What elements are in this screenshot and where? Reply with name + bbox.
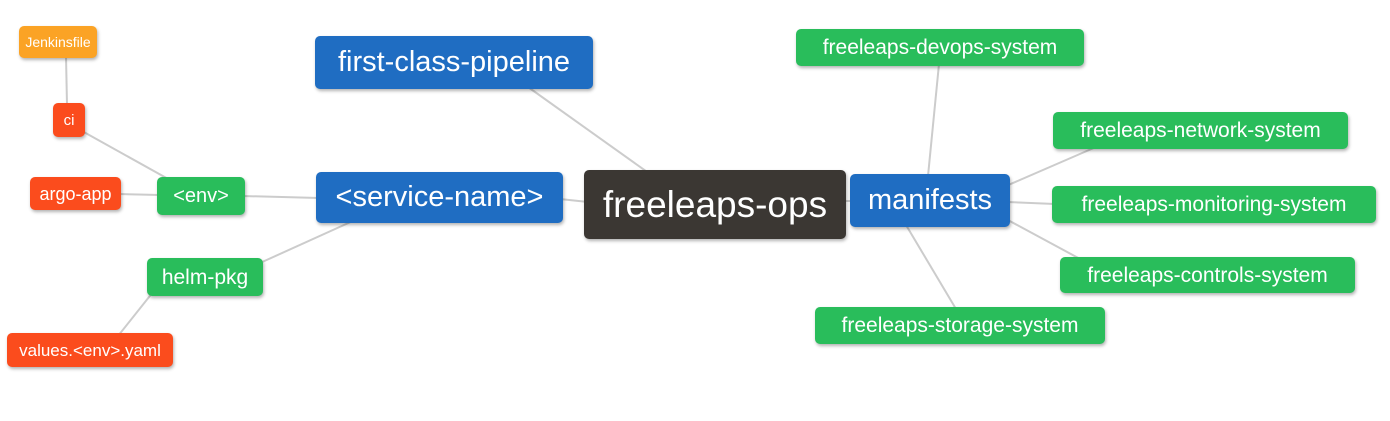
node-manifests[interactable]: manifests — [850, 174, 1010, 227]
edge-manifests-controls-system — [1005, 218, 1083, 261]
edge-first-class-pipeline-root — [527, 86, 651, 175]
node-helm-pkg[interactable]: helm-pkg — [147, 258, 263, 296]
node-env[interactable]: <env> — [157, 177, 245, 215]
edge-manifests-monitoring-system — [1006, 201, 1056, 205]
node-freeleaps-ops-root[interactable]: freeleaps-ops — [584, 170, 846, 239]
node-ci[interactable]: ci — [53, 103, 85, 137]
node-freeleaps-devops-system[interactable]: freeleaps-devops-system — [796, 29, 1084, 66]
edge-service-name-freeleaps-ops — [559, 198, 589, 203]
node-first-class-pipeline[interactable]: first-class-pipeline — [315, 36, 593, 89]
node-values-env-yaml[interactable]: values.<env>.yaml — [7, 333, 173, 367]
edge-jenkinsfile-ci — [65, 55, 68, 106]
edge-argo-app-env — [117, 193, 161, 196]
node-service-name[interactable]: <service-name> — [316, 172, 563, 223]
edge-env-service-name — [241, 195, 320, 199]
node-jenkinsfile[interactable]: Jenkinsfile — [19, 26, 97, 58]
node-freeleaps-controls-system[interactable]: freeleaps-controls-system — [1060, 257, 1355, 293]
node-argo-app[interactable]: argo-app — [30, 177, 121, 210]
edge-manifests-network-system — [1005, 146, 1097, 187]
edge-manifests-storage-system — [905, 224, 957, 310]
edge-helm-pkg-service-name — [259, 219, 356, 264]
node-freeleaps-monitoring-system[interactable]: freeleaps-monitoring-system — [1052, 186, 1376, 223]
edge-ci-env — [81, 130, 171, 181]
node-freeleaps-network-system[interactable]: freeleaps-network-system — [1053, 112, 1348, 149]
edge-manifests-devops-system — [927, 63, 940, 177]
edge-values-helm-pkg — [117, 291, 154, 337]
node-freeleaps-storage-system[interactable]: freeleaps-storage-system — [815, 307, 1105, 344]
